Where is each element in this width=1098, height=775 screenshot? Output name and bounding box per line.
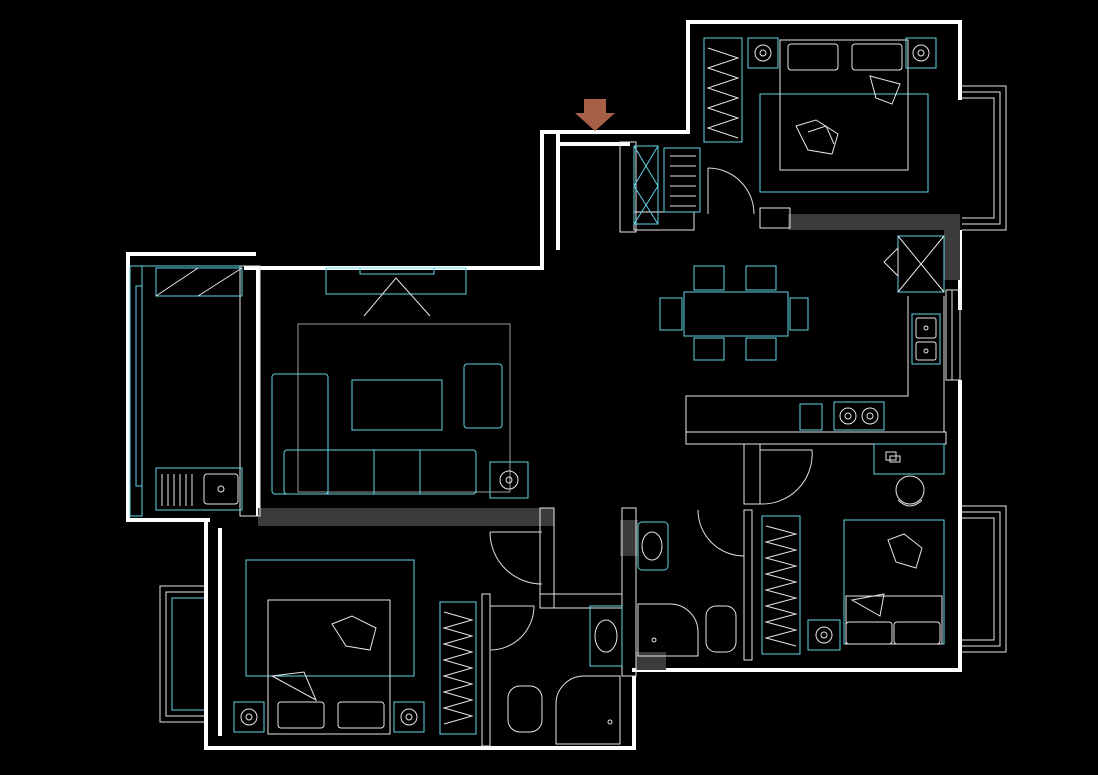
tv-cabinet bbox=[325, 267, 467, 317]
entry-cabinet bbox=[633, 145, 701, 225]
window-right-top bbox=[962, 85, 1007, 231]
wardrobe-bottom-right bbox=[761, 515, 801, 655]
window-left-bottom bbox=[159, 585, 204, 723]
coffee-table bbox=[351, 379, 443, 431]
wardrobe-bottom-left bbox=[439, 601, 477, 735]
side-table-plant bbox=[489, 461, 529, 499]
door-bottom-left-bedroom bbox=[489, 531, 543, 585]
rug bbox=[297, 323, 511, 493]
door-bottom-right-bedroom bbox=[759, 449, 813, 505]
bathroom-bottom bbox=[489, 605, 623, 745]
wardrobe-top bbox=[703, 37, 743, 143]
window-right-bottom bbox=[962, 505, 1007, 653]
wall-hatching bbox=[258, 214, 960, 670]
gas-stove-icon bbox=[799, 401, 885, 431]
exterior-walls bbox=[126, 20, 962, 750]
balcony-cabinet bbox=[155, 267, 243, 297]
window-kitchen bbox=[945, 289, 961, 381]
entry-arrow-icon bbox=[575, 99, 615, 131]
bed-bottom-left bbox=[233, 559, 425, 735]
dining-table bbox=[659, 265, 809, 361]
bed-top bbox=[759, 39, 929, 193]
armchair bbox=[463, 363, 503, 429]
bed-bottom-right bbox=[807, 519, 945, 651]
bathroom-right bbox=[637, 509, 745, 657]
nightstands-top bbox=[747, 37, 937, 69]
balcony-left bbox=[129, 265, 240, 517]
kitchen-counter bbox=[685, 235, 945, 432]
desk bbox=[873, 443, 945, 507]
sofa bbox=[271, 373, 477, 495]
balcony-sink bbox=[155, 467, 243, 511]
interior-walls bbox=[239, 141, 947, 747]
door-top-bedroom bbox=[707, 167, 755, 215]
